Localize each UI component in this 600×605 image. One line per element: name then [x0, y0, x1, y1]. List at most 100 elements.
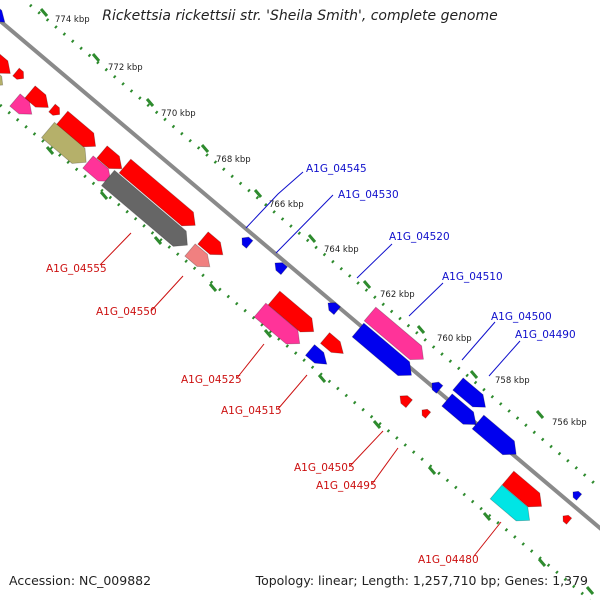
gene-arrow-outline: [304, 344, 328, 365]
tick-mark: [39, 8, 49, 17]
gene-arrow-outline: [48, 103, 61, 116]
tick-mark: [427, 466, 437, 475]
gene-arrow-outline: [501, 470, 543, 508]
gene-arrow: [242, 237, 253, 249]
lower-tick-line: [0, 103, 591, 602]
tick-label: 758 kbp: [495, 376, 530, 386]
gene-arrow-outline: [0, 53, 11, 74]
leader-line: [275, 194, 334, 254]
gene-label-top: A1G_04520: [389, 231, 450, 243]
gene-arrow: [101, 170, 188, 247]
tick-mark: [200, 144, 210, 153]
gene-arrow: [364, 307, 424, 360]
leader-line: [277, 374, 308, 410]
gene-arrow: [352, 323, 412, 376]
tick-label: 766 kbp: [269, 200, 304, 210]
tick-mark: [535, 410, 545, 419]
gene-label-bottom: A1G_04550: [96, 306, 157, 318]
gene-label-top: A1G_04545: [306, 163, 367, 175]
gene-arrow: [502, 471, 542, 507]
gene-arrow: [0, 74, 3, 86]
leader-line: [245, 171, 304, 229]
gene-arrow: [400, 395, 413, 408]
gene-arrow-outline: [562, 514, 573, 525]
tick-mark: [253, 189, 263, 198]
leader-line: [356, 243, 393, 279]
gene-arrow: [56, 111, 96, 147]
tick-mark: [482, 512, 492, 521]
gene-arrow-outline: [471, 414, 517, 456]
genome-summary-text: Topology: linear; Length: 1,257,710 bp; …: [255, 573, 588, 588]
gene-arrow: [573, 491, 582, 501]
tick-label: 770 kbp: [161, 109, 196, 119]
gene-label-top: A1G_04490: [515, 329, 576, 341]
tick-mark: [362, 280, 372, 289]
backbone-line: [0, 18, 600, 531]
tick-mark: [153, 236, 163, 245]
gene-arrow-outline: [0, 74, 4, 86]
tick-mark: [45, 146, 55, 155]
gene-arrow-outline: [0, 8, 6, 23]
gene-arrow-outline: [9, 93, 33, 115]
gene-arrow: [184, 243, 210, 267]
tick-label: 760 kbp: [437, 334, 472, 344]
gene-arrow-outline: [572, 490, 583, 501]
gene-arrow-outline: [274, 262, 288, 276]
gene-arrow: [305, 344, 327, 365]
leader-line: [150, 275, 184, 312]
leader-line: [408, 282, 444, 317]
leader-line: [236, 343, 265, 379]
gene-arrow-outline: [441, 393, 477, 425]
gene-label-bottom: A1G_04555: [46, 263, 107, 275]
gene-arrow: [275, 262, 288, 275]
gene-arrow: [119, 159, 196, 226]
gene-arrow-outline: [241, 236, 254, 249]
gene-arrow: [197, 231, 223, 255]
gene-arrow: [82, 155, 111, 182]
label-leaders: [99, 171, 521, 557]
gene-label-bottom: A1G_04505: [294, 462, 355, 474]
gene-label-bottom: A1G_04480: [418, 554, 479, 566]
gene-arrow-outline: [253, 302, 301, 345]
gene-arrow: [441, 393, 477, 425]
gene-arrow-outline: [327, 302, 341, 316]
gene-arrow-outline: [431, 381, 444, 394]
genome-backbone: [0, 18, 600, 531]
gene-label-top: A1G_04530: [338, 189, 399, 201]
gene-arrow: [320, 332, 344, 354]
gene-arrow-outline: [421, 408, 432, 419]
gene-label-bottom: A1G_04515: [221, 405, 282, 417]
gene-features: [0, 8, 583, 525]
gene-arrow-outline: [12, 67, 25, 80]
gene-arrow-outline: [363, 306, 424, 361]
gene-arrow-outline: [489, 484, 531, 522]
gene-arrow: [0, 54, 11, 74]
gene-arrow: [328, 302, 341, 315]
tick-mark: [145, 98, 155, 107]
gene-labels: A1G_04545A1G_04530A1G_04520A1G_04510A1G_…: [46, 163, 576, 566]
tick-mark: [307, 234, 317, 243]
gene-label-bottom: A1G_04525: [181, 374, 242, 386]
gene-arrow: [48, 104, 60, 116]
tick-mark: [263, 329, 273, 338]
gene-arrow-outline: [267, 290, 315, 333]
tick-mark: [585, 586, 595, 595]
tick-mark: [91, 53, 101, 62]
gene-label-top: A1G_04500: [491, 311, 552, 323]
tick-label: 772 kbp: [108, 63, 143, 73]
gene-arrow-outline: [399, 395, 413, 409]
map-title: Rickettsia rickettsii str. 'Sheila Smith…: [102, 8, 498, 24]
leader-line: [461, 321, 496, 361]
gene-arrow: [452, 377, 486, 408]
gene-arrow: [9, 93, 32, 115]
gene-arrow-outline: [118, 158, 196, 227]
tick-mark: [317, 374, 327, 383]
gene-arrow: [563, 515, 572, 525]
gene-arrow-outline: [351, 322, 412, 377]
gene-arrow: [472, 415, 517, 455]
tick-lines: [0, 3, 600, 602]
gene-arrow: [432, 382, 443, 394]
